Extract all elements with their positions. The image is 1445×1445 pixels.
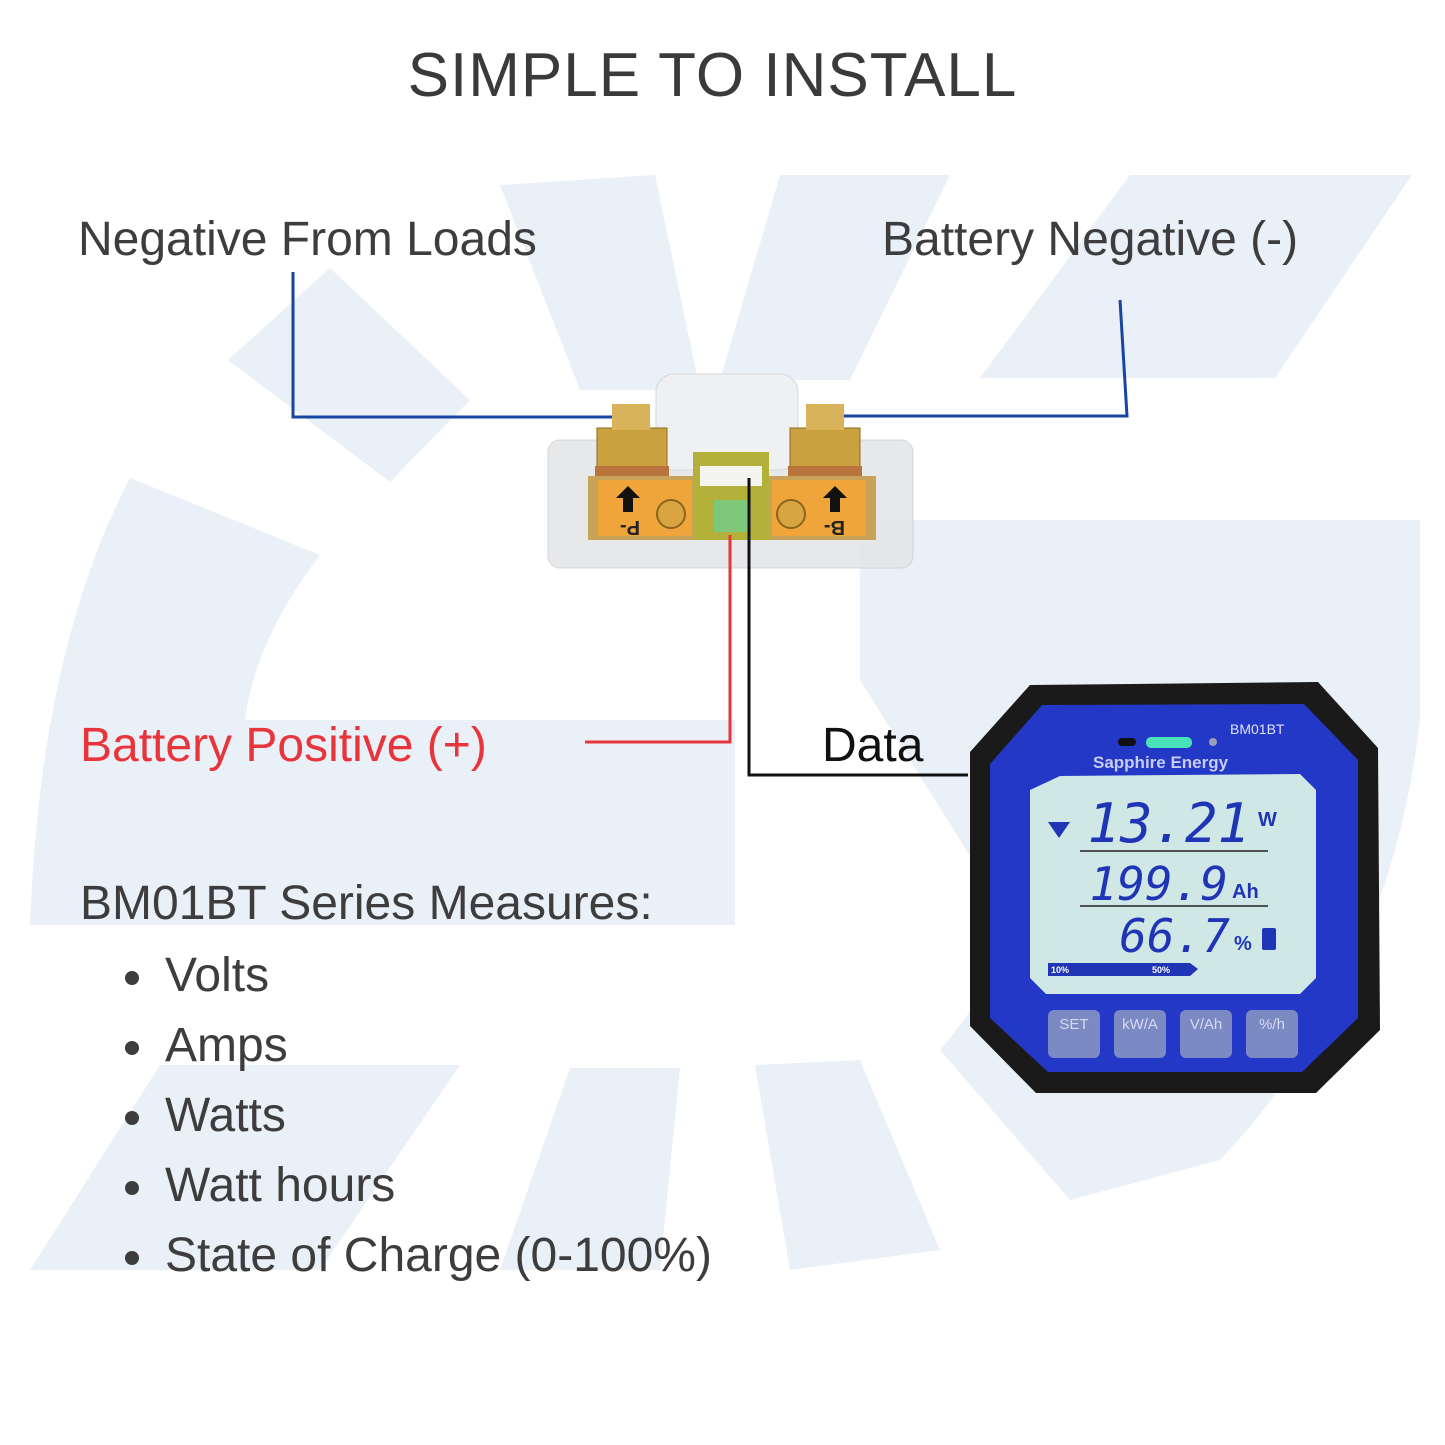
label-battery-negative: Battery Negative (-) xyxy=(882,213,1299,266)
bullet-icon xyxy=(125,1041,139,1055)
list-item: Amps xyxy=(125,1011,712,1081)
bullet-icon xyxy=(125,1251,139,1265)
wire-battery-negative xyxy=(842,299,1129,418)
shunt-label-b: B- xyxy=(824,516,845,538)
button-vah-label: V/Ah xyxy=(1190,1016,1223,1033)
page-title: SIMPLE TO INSTALL xyxy=(407,41,1018,110)
lcd-soc-unit: % xyxy=(1234,933,1252,955)
wire-data xyxy=(747,478,968,777)
monitor-brand: Sapphire Energy xyxy=(1093,753,1229,772)
shunt-image: P- B- xyxy=(547,373,914,569)
battery-monitor-device: BM01BT Sapphire Energy 13.21 W 199.9 Ah … xyxy=(970,682,1380,1093)
wire-negative-loads xyxy=(291,272,622,419)
lcd-soc-reading: 66.7 xyxy=(1119,909,1230,963)
bullet-icon xyxy=(125,971,139,985)
button-percent-h[interactable] xyxy=(1246,1010,1298,1058)
button-vah[interactable] xyxy=(1180,1010,1232,1058)
bullet-icon xyxy=(125,1111,139,1125)
list-item: Watt hours xyxy=(125,1151,712,1221)
bar-label-10: 10% xyxy=(1051,965,1069,975)
bullet-icon xyxy=(125,1181,139,1195)
measures-list: Volts Amps Watts Watt hours State of Cha… xyxy=(125,941,712,1291)
soc-progress-bar xyxy=(1048,963,1198,976)
button-kwa-label: kW/A xyxy=(1122,1016,1158,1033)
lcd-capacity-reading: 199.9 xyxy=(1090,857,1228,911)
button-percent-h-label: %/h xyxy=(1259,1016,1285,1033)
button-set-label: SET xyxy=(1059,1016,1088,1033)
label-battery-positive: Battery Positive (+) xyxy=(80,719,487,772)
wire-battery-positive xyxy=(585,535,732,744)
lcd-power-reading: 13.21 xyxy=(1087,792,1250,855)
label-data: Data xyxy=(822,719,924,772)
list-item: State of Charge (0-100%) xyxy=(125,1221,712,1291)
monitor-model: BM01BT xyxy=(1230,721,1285,737)
battery-charge-icon xyxy=(1262,928,1276,950)
shunt-label-p: P- xyxy=(620,516,640,538)
lcd-power-unit: W xyxy=(1258,809,1277,831)
button-set[interactable] xyxy=(1048,1010,1100,1058)
label-negative-from-loads: Negative From Loads xyxy=(78,213,537,266)
list-item: Watts xyxy=(125,1081,712,1151)
bar-label-50: 50% xyxy=(1152,965,1170,975)
lcd-capacity-unit: Ah xyxy=(1232,881,1259,903)
list-item: Volts xyxy=(125,941,712,1011)
measures-heading: BM01BT Series Measures: xyxy=(80,877,653,930)
button-kwa[interactable] xyxy=(1114,1010,1166,1058)
